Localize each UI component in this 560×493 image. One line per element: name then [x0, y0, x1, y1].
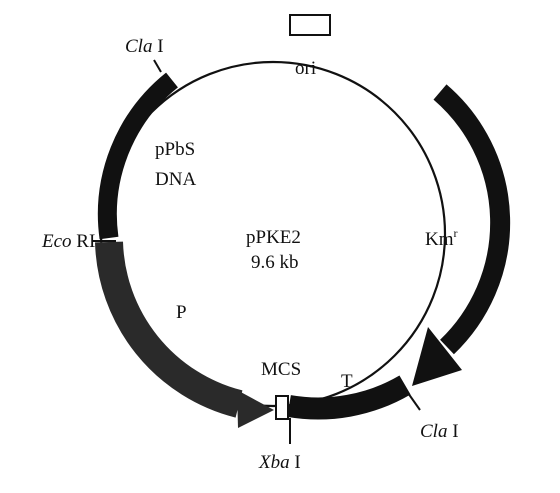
- insert-label-line1: pPbS: [155, 139, 195, 160]
- mcs-label: MCS: [261, 359, 301, 380]
- terminator-segment: [287, 375, 411, 420]
- kanamycin-arrow-head: [412, 327, 462, 386]
- cla-top-tick: [153, 59, 162, 73]
- eco-site-label: Eco RI: [41, 231, 95, 252]
- kanamycin-label: Kmr: [425, 226, 458, 250]
- plasmid-size: 9.6 kb: [251, 252, 299, 273]
- ppbs-dna-segment: [97, 72, 179, 240]
- insert-label-line2: DNA: [155, 169, 196, 190]
- xba-site-label: Xba I: [258, 452, 301, 473]
- terminator-label: T: [341, 371, 353, 392]
- cla-top-site-label: Cla I: [125, 36, 164, 57]
- plasmid-name: pPKE2: [246, 227, 301, 248]
- promoter-arrow-head: [237, 390, 274, 428]
- ori-box: [289, 14, 331, 36]
- cla-bottom-site-label: Cla I: [420, 421, 459, 442]
- mcs-box: [275, 395, 289, 420]
- kanamycin-arrow-body: [433, 84, 511, 355]
- promoter-arrow-body: [95, 241, 243, 418]
- promoter-label: P: [176, 302, 187, 323]
- ori-label: ori: [295, 58, 316, 79]
- cla-bottom-tick: [407, 392, 421, 411]
